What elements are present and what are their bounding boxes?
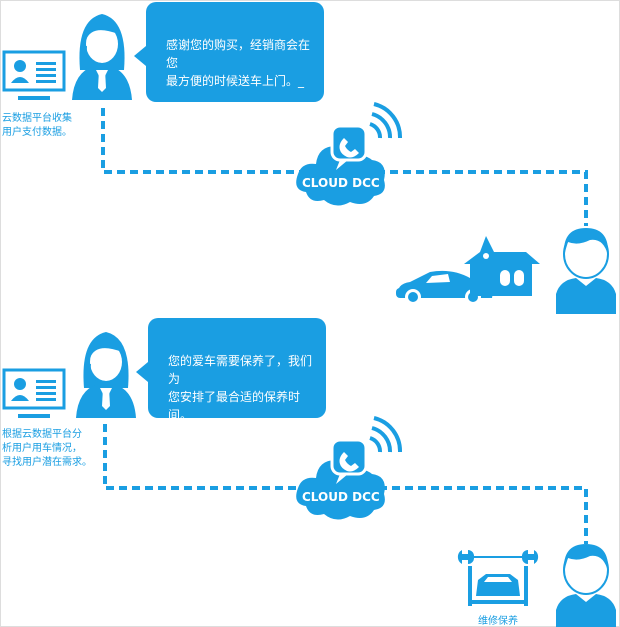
service-label: 维修保养 <box>478 616 518 627</box>
house-icon <box>464 236 540 296</box>
customer-avatar <box>555 543 617 627</box>
monitor-icon <box>2 368 66 420</box>
bubble-line: 最方便的时候送车上门。_ <box>166 74 305 88</box>
car-icon <box>396 270 493 305</box>
cloud-dcc-icon <box>294 102 403 208</box>
caption: 根据云数据平台分 析用户用车情况， 寻找用户潜在需求。 <box>2 429 92 468</box>
customer-avatar <box>555 227 617 315</box>
cloud-dcc-icon <box>294 416 403 522</box>
bubble-line: 感谢您的购买，经销商会在您 <box>166 38 311 70</box>
bubble-line: 您的爱车需要保养了，我们为 <box>168 354 313 386</box>
monitor-icon <box>2 50 66 102</box>
caption: 云数据平台收集 用户支付数据。 <box>2 113 72 138</box>
cloud-dcc-label: CLOUD DCC <box>302 490 380 504</box>
cloud-dcc-label: CLOUD DCC <box>302 176 380 190</box>
speech-bubble: 感谢您的购买，经销商会在您 最方便的时候送车上门。_ <box>134 2 324 102</box>
car-service-icon <box>457 550 539 606</box>
agent-avatar <box>71 13 133 101</box>
agent-avatar <box>75 331 137 419</box>
speech-bubble: 您的爱车需要保养了，我们为 您安排了最合适的保养时间。_ <box>136 318 326 422</box>
bubble-line: 您安排了最合适的保养时间。_ <box>168 390 301 422</box>
